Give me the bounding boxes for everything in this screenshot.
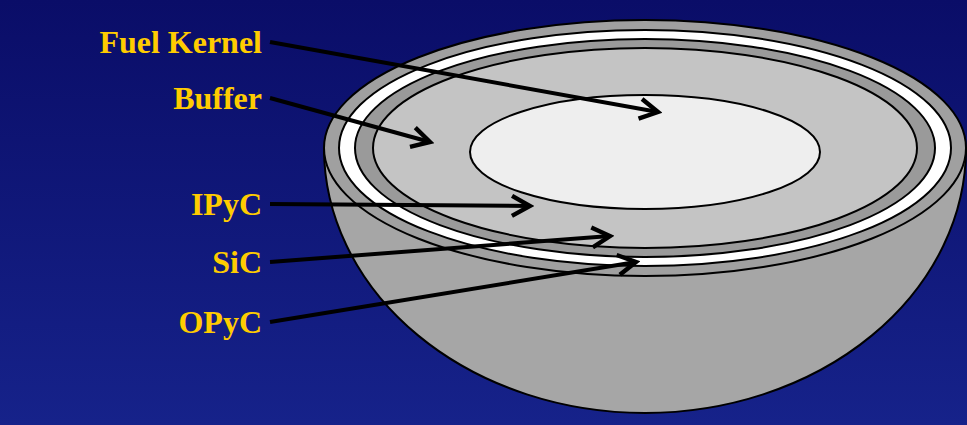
leader-arrow — [270, 236, 610, 262]
part-label: SiC — [212, 242, 262, 282]
fuel-kernel — [470, 95, 820, 209]
sic-layer — [339, 30, 951, 266]
opyc-layer — [324, 20, 966, 276]
part-label: Buffer — [173, 78, 262, 118]
leader-arrow — [270, 42, 658, 112]
leader-arrow — [270, 262, 636, 322]
part-label: OPyC — [178, 302, 262, 342]
leader-arrow — [270, 98, 430, 142]
leader-arrow — [270, 204, 530, 206]
buffer-layer — [373, 48, 917, 248]
part-label: IPyC — [191, 184, 262, 224]
part-label: Fuel Kernel — [99, 22, 262, 62]
